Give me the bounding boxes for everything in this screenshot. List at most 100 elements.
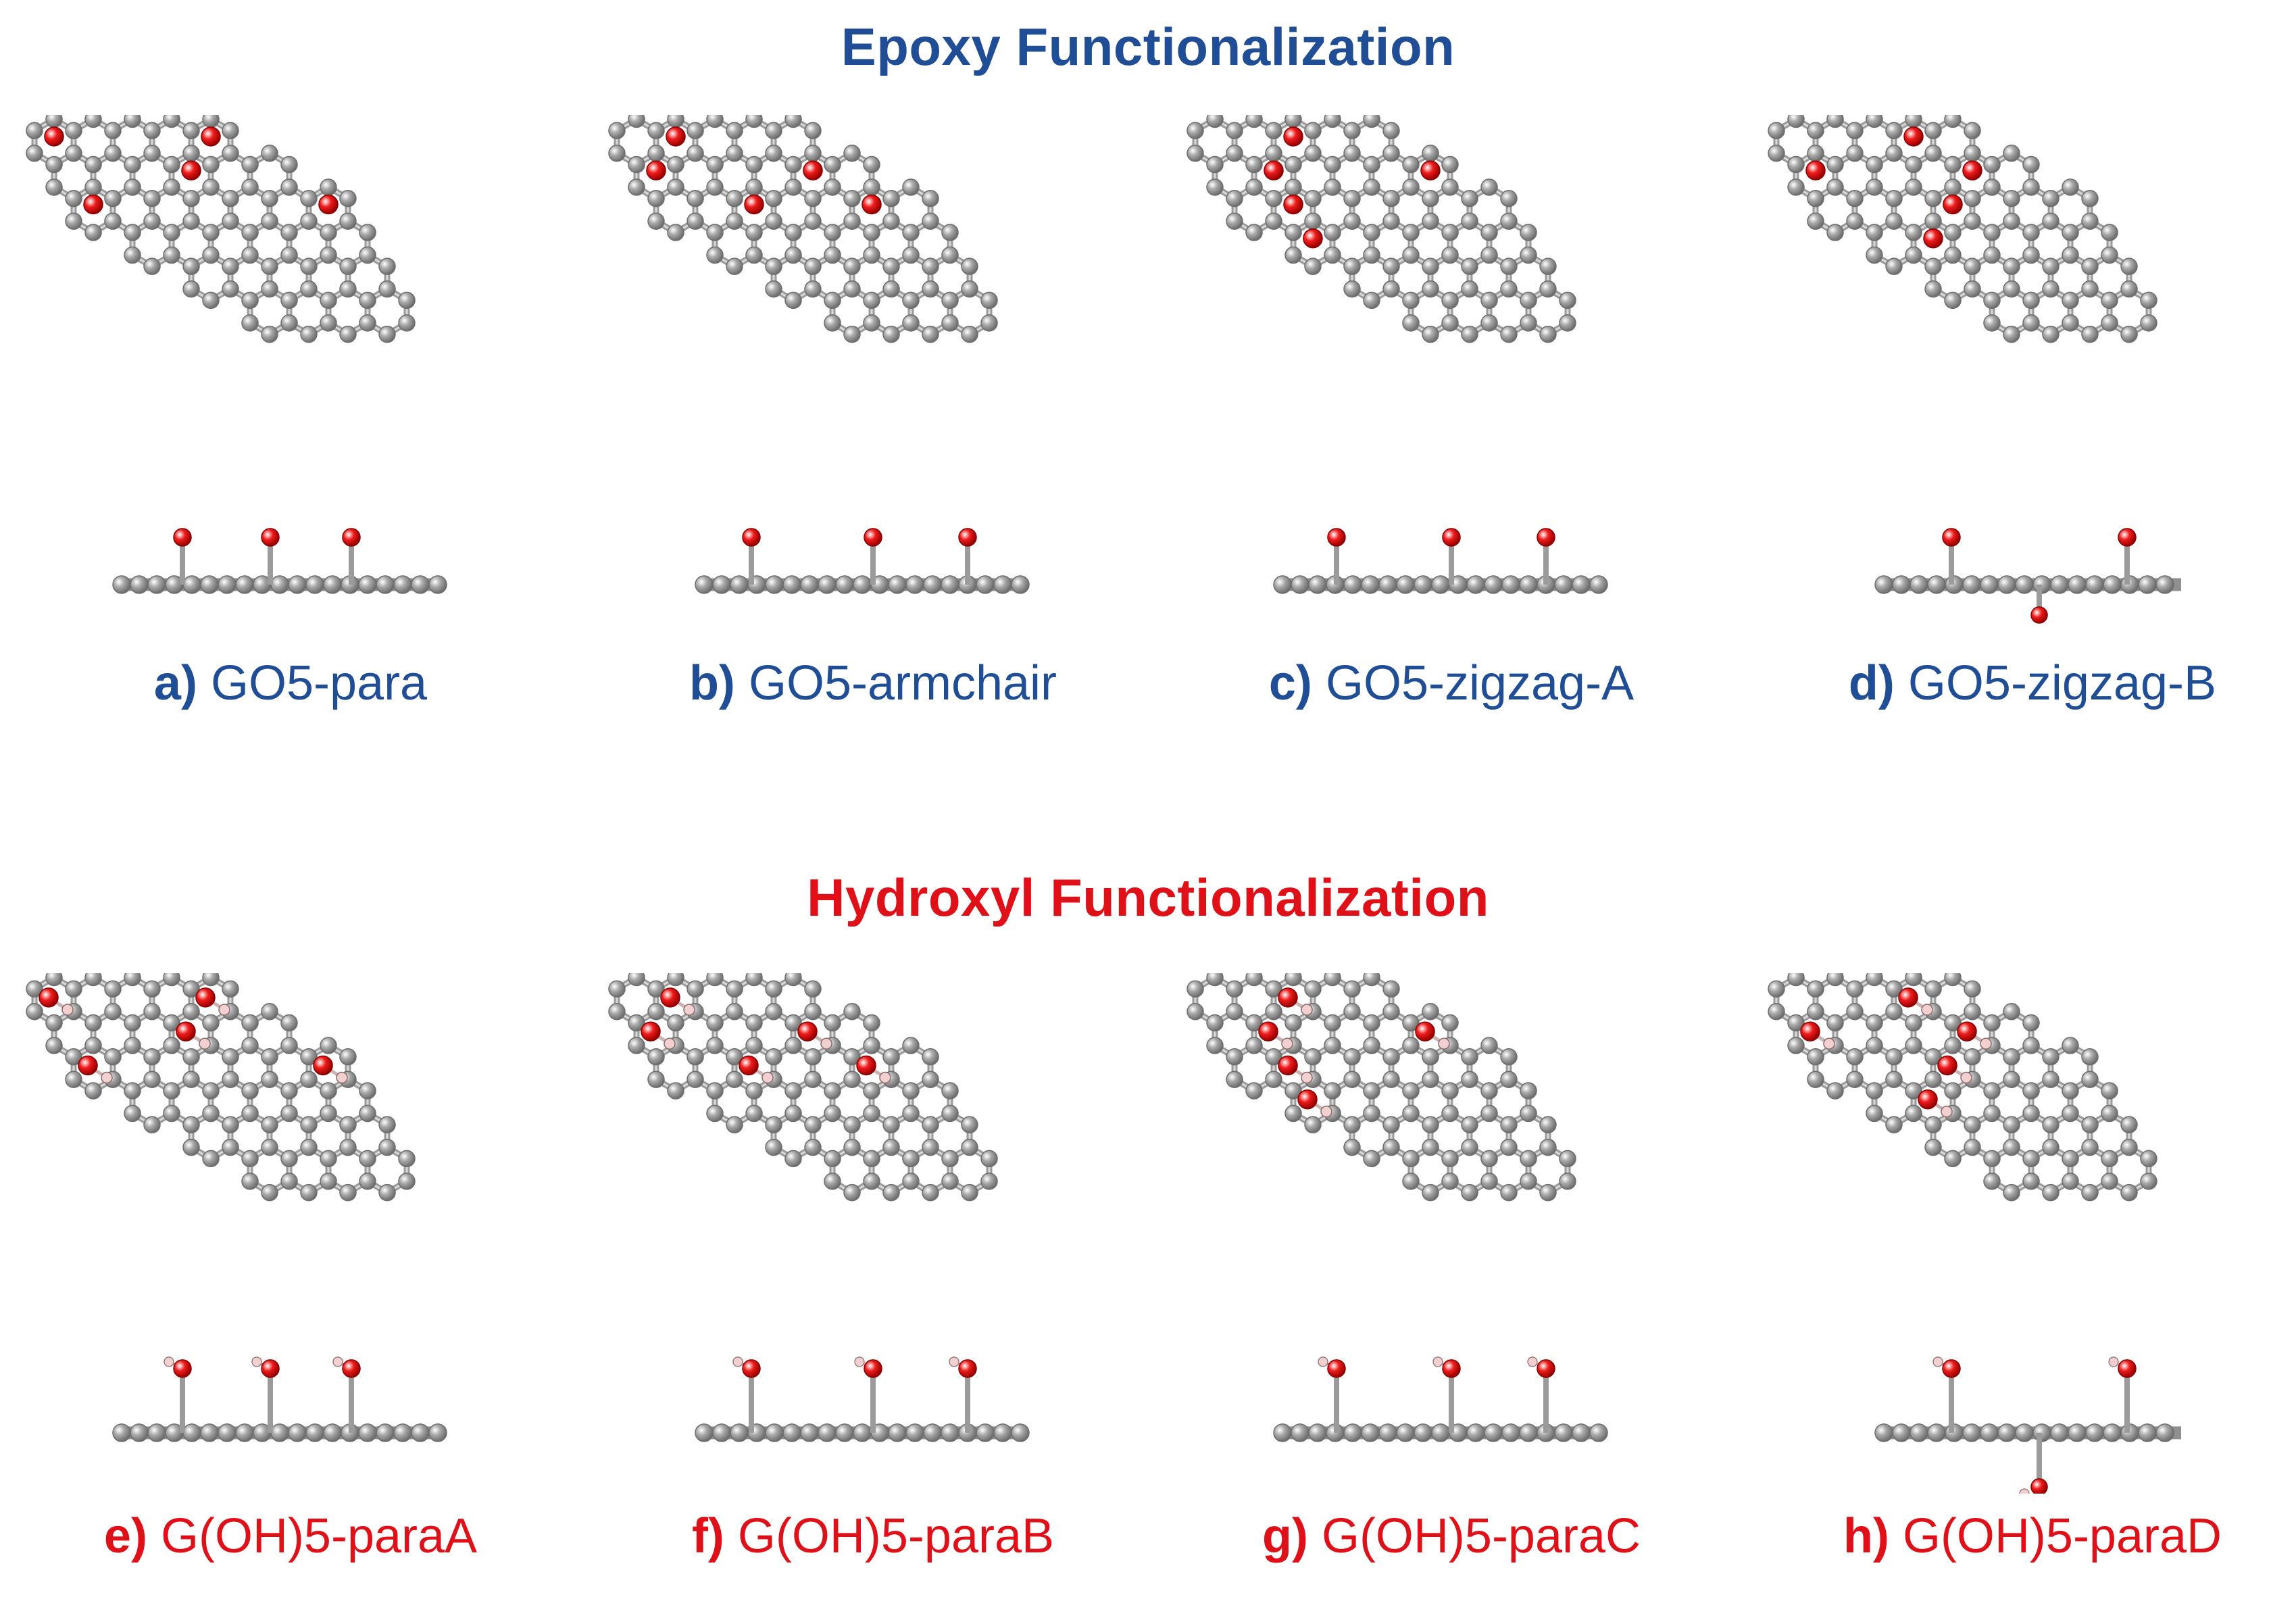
carbon-atom-icon — [2042, 1183, 2060, 1202]
carbon-atom-icon — [202, 973, 220, 987]
carbon-atom-icon — [1826, 973, 1844, 987]
carbon-atom-icon — [378, 1138, 396, 1156]
oxygen-atom-icon — [261, 528, 280, 547]
carbon-atom-icon — [843, 1183, 861, 1202]
atom-layer — [1768, 973, 2157, 1202]
carbon-atom-icon — [843, 189, 861, 207]
carbon-atom-icon — [320, 314, 337, 332]
carbon-atom-icon — [124, 1037, 141, 1054]
carbon-atom-icon — [261, 144, 278, 162]
hydrogen-atom-icon — [2108, 1356, 2119, 1367]
carbon-atom-icon — [222, 122, 239, 140]
carbon-atom-icon — [222, 144, 239, 162]
side-functional-layer — [742, 528, 977, 585]
carbon-atom-icon — [1265, 212, 1282, 230]
carbon-atom-icon — [2081, 1183, 2099, 1202]
carbon-atom-icon — [667, 1082, 684, 1100]
carbon-atom-icon — [1964, 189, 1981, 207]
carbon-atom-icon — [667, 973, 684, 987]
carbon-atom-icon — [1905, 973, 1922, 987]
carbon-atom-icon — [202, 1150, 220, 1168]
carbon-atom-icon — [1245, 155, 1263, 174]
carbon-atom-icon — [1768, 122, 1785, 140]
carbon-atom-icon — [1885, 1048, 1903, 1066]
carbon-atom-icon — [261, 212, 278, 230]
carbon-atom-icon — [1291, 1423, 1309, 1442]
carbon-atom-icon — [1343, 212, 1361, 230]
carbon-atom-icon — [1441, 1104, 1459, 1123]
carbon-atom-icon — [1787, 115, 1805, 128]
oxygen-atom-icon — [739, 1055, 759, 1076]
hydrogen-atom-icon — [1980, 1037, 1992, 1050]
carbon-atom-icon — [1944, 973, 1962, 987]
carbon-atom-icon — [1927, 1423, 1946, 1442]
side-functional-layer — [1932, 1356, 2137, 1494]
hydrogen-atom-icon — [61, 1004, 74, 1016]
carbon-atom-icon — [726, 1048, 743, 1066]
carbon-atom-icon — [241, 291, 259, 310]
carbon-atom-icon — [320, 224, 337, 241]
carbon-atom-icon — [1382, 980, 1400, 998]
carbon-atom-icon — [2101, 1104, 2118, 1123]
carbon-atom-icon — [706, 1082, 724, 1100]
carbon-atom-icon — [2022, 1037, 2040, 1054]
carbon-atom-icon — [1382, 1071, 1400, 1088]
carbon-atom-icon — [1304, 257, 1322, 275]
carbon-atom-icon — [1011, 575, 1030, 594]
molecule-top-view — [608, 115, 998, 343]
carbon-atom-icon — [922, 1138, 939, 1156]
hydrogen-atom-icon — [820, 1037, 832, 1050]
carbon-atom-icon — [182, 212, 200, 230]
carbon-atom-icon — [2042, 189, 2060, 207]
carbon-atom-icon — [378, 257, 396, 275]
carbon-atom-icon — [765, 1002, 782, 1021]
carbon-atom-icon — [1402, 1014, 1420, 1032]
carbon-atom-icon — [2081, 257, 2099, 275]
carbon-atom-icon — [2062, 178, 2079, 196]
carbon-atom-icon — [980, 291, 998, 310]
carbon-atom-icon — [104, 144, 122, 162]
functional-group-layer — [1805, 126, 1982, 249]
carbon-atom-icon — [1206, 1014, 1224, 1032]
panel-label: G(OH)5-paraB — [737, 1509, 1055, 1563]
carbon-atom-icon — [65, 1071, 82, 1088]
carbon-atom-icon — [1846, 1048, 1864, 1066]
carbon-atom-icon — [1807, 980, 1824, 998]
carbon-atom-icon — [1206, 973, 1224, 987]
carbon-atom-icon — [235, 1423, 254, 1442]
carbon-atom-icon — [2003, 212, 2020, 230]
carbon-atom-icon — [26, 144, 43, 162]
carbon-atom-icon — [824, 1014, 841, 1032]
carbon-atom-icon — [1363, 1082, 1380, 1100]
carbon-atom-icon — [1245, 1082, 1263, 1100]
panel-caption: b) GO5-armchair — [589, 656, 1157, 711]
carbon-atom-icon — [745, 246, 763, 264]
carbon-atom-icon — [706, 115, 724, 128]
oxygen-atom-icon — [1278, 1055, 1298, 1076]
carbon-atom-icon — [124, 115, 141, 128]
panel-label: G(OH)5-paraC — [1321, 1509, 1641, 1563]
panel-label: G(OH)5-paraD — [1902, 1509, 2222, 1563]
oxygen-atom-icon — [1264, 160, 1284, 180]
carbon-atom-icon — [1187, 1002, 1204, 1021]
carbon-atom-icon — [882, 1048, 900, 1066]
carbon-atom-icon — [2003, 189, 2020, 207]
carbon-atom-icon — [941, 1423, 959, 1442]
carbon-atom-icon — [1892, 1423, 1911, 1442]
oxygen-atom-icon — [1442, 528, 1461, 547]
carbon-atom-icon — [843, 325, 861, 343]
carbon-atom-icon — [2003, 280, 2020, 298]
oxygen-atom-icon — [1415, 1021, 1435, 1041]
carbon-atom-icon — [202, 246, 220, 264]
carbon-atom-icon — [1422, 325, 1439, 343]
carbon-atom-icon — [730, 1423, 749, 1442]
carbon-atom-icon — [2042, 1048, 2060, 1066]
carbon-atom-icon — [2140, 1173, 2157, 1190]
panel-caption: d) GO5-zigzag-B — [1749, 656, 2296, 711]
carbon-atom-icon — [1461, 257, 1478, 275]
oxygen-atom-icon — [342, 1359, 361, 1378]
oxygen-atom-icon — [864, 1359, 882, 1378]
carbon-atom-icon — [65, 122, 82, 140]
oxygen-atom-icon — [1442, 1359, 1461, 1378]
oxygen-atom-icon — [1962, 160, 1982, 180]
